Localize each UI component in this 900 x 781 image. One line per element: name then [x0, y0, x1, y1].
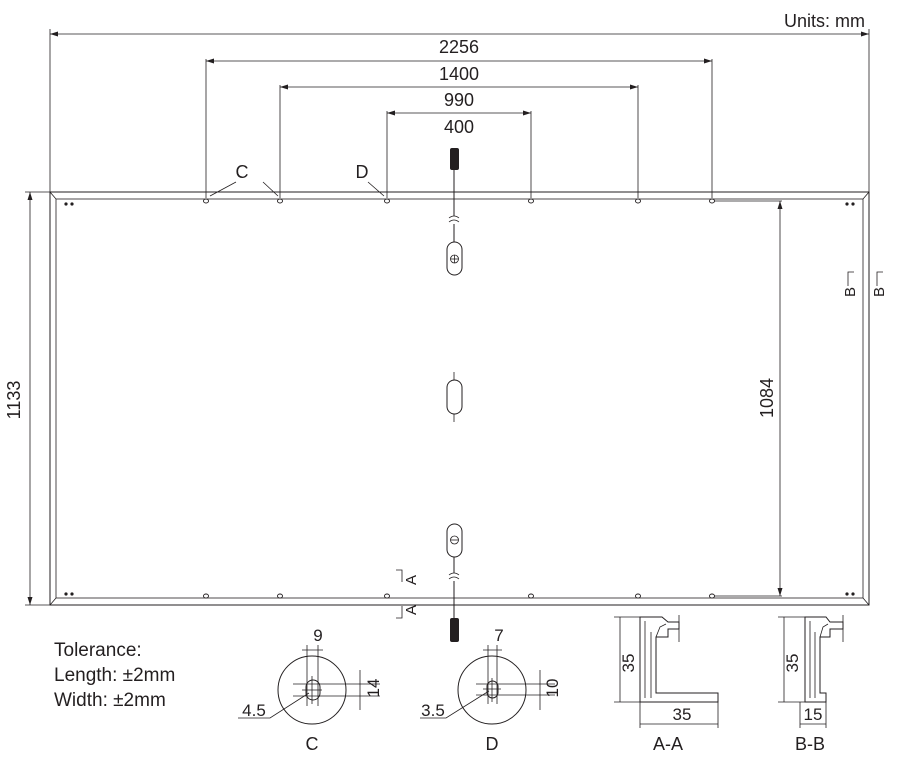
section-a-a-height: 35 — [619, 654, 638, 673]
marker-c: C — [236, 162, 249, 182]
mounting-holes — [203, 198, 715, 599]
detail-c-side: 14 — [364, 679, 383, 698]
section-b-b-width: 15 — [804, 705, 823, 724]
detail-c-top: 9 — [313, 626, 322, 645]
detail-c — [238, 645, 380, 725]
mount-400-dimension — [386, 110, 532, 198]
tolerance-width: Width: ±2mm — [54, 690, 166, 711]
mount-400-value: 400 — [444, 117, 474, 137]
section-a-a-label: A-A — [653, 734, 683, 754]
detail-d-side: 10 — [543, 679, 562, 698]
mount-990-dimension — [279, 84, 639, 198]
mount-990-value: 990 — [444, 90, 474, 110]
detail-d-hole: 3.5 — [421, 701, 445, 720]
marker-b-right: B — [871, 287, 888, 297]
junction-box — [446, 372, 463, 422]
section-a-marks — [396, 569, 403, 619]
detail-c-label: C — [306, 734, 319, 754]
inner-height-dimension — [714, 200, 783, 597]
panel-frame — [49, 191, 870, 606]
bottom-cable — [446, 523, 463, 642]
overall-length-dimension — [49, 29, 870, 192]
detail-d — [420, 645, 555, 725]
mount-1400-value: 1400 — [439, 64, 479, 84]
section-a-a-width: 35 — [673, 705, 692, 724]
detail-d-top: 7 — [494, 626, 503, 645]
detail-d-label: D — [486, 734, 499, 754]
section-a-a-profile — [614, 615, 719, 728]
section-b-marks — [847, 271, 883, 286]
marker-a-bottom: A — [403, 605, 420, 615]
marker-a-top: A — [403, 575, 420, 585]
height-value: 1133 — [4, 381, 24, 420]
marker-d: D — [356, 162, 369, 182]
section-b-b-profile — [778, 615, 844, 728]
height-dimension — [25, 191, 50, 606]
inner-height-value: 1084 — [757, 378, 777, 418]
section-b-b-label: B-B — [795, 734, 825, 754]
corner-holes — [64, 202, 855, 596]
detail-c-hole: 4.5 — [242, 701, 266, 720]
tolerance-title: Tolerance: — [54, 640, 142, 661]
mount-1400-dimension — [205, 58, 713, 198]
top-cable — [446, 148, 463, 276]
section-b-b-height: 35 — [783, 654, 802, 673]
marker-b-left: B — [842, 287, 859, 297]
units-label: Units: mm — [784, 11, 865, 31]
tolerance-length: Length: ±2mm — [54, 665, 176, 686]
overall-length-value: 2256 — [439, 37, 479, 57]
